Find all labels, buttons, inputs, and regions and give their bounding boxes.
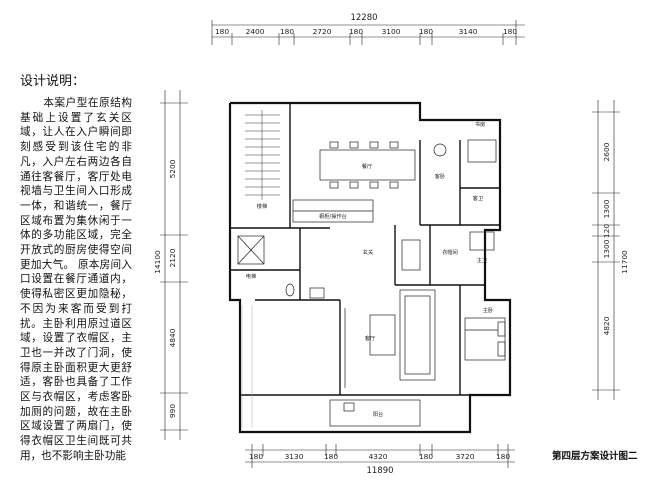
room-label: 客厅 <box>365 334 375 342</box>
dim-bottom-seg: 180 <box>419 452 433 461</box>
dim-top-seg: 180 <box>349 27 363 36</box>
dim-bottom-seg: 180 <box>324 452 338 461</box>
dim-top-seg: 180 <box>419 27 433 36</box>
room-label: 主卫 <box>477 256 487 264</box>
room-label: 电梯 <box>246 272 256 280</box>
dim-top-seg: 3140 <box>459 27 478 36</box>
dim-right-seg: 2600 <box>602 142 611 161</box>
dim-top-seg: 180 <box>280 27 294 36</box>
dim-left-seg: 990 <box>168 404 177 418</box>
dim-top-seg: 2720 <box>313 27 332 36</box>
dim-top-seg: 180 <box>215 27 229 36</box>
dim-right-total: 11700 <box>620 250 629 274</box>
dim-top-seg: 3100 <box>382 27 401 36</box>
design-notes-title: 设计说明： <box>20 74 86 89</box>
dim-left-seg: 5200 <box>168 159 177 178</box>
dim-left-total: 14100 <box>153 250 162 274</box>
dim-bottom-seg: 180 <box>496 452 510 461</box>
dim-right-seg: 1300 <box>602 199 611 218</box>
dim-bottom-seg: 3720 <box>456 452 475 461</box>
dim-right-seg: 1300 <box>602 239 611 258</box>
dim-top-seg: 2400 <box>246 27 265 36</box>
dim-right-seg: 120 <box>602 224 611 238</box>
room-label: 客卧 <box>435 172 445 180</box>
dim-bottom-seg: 180 <box>249 452 263 461</box>
room-label: 主卧 <box>483 306 493 314</box>
room-label: 客卫 <box>473 194 483 202</box>
room-label: 橱柜/操作台 <box>319 212 347 220</box>
design-notes-body: 本案户型在原结构基础上设置了玄关区域，让人在入户瞬间即刻感受到该住宅的非凡，入户… <box>20 97 132 462</box>
room-label: 书房 <box>475 120 485 128</box>
room-label: 餐厅 <box>362 162 372 170</box>
dim-left-seg: 4840 <box>168 328 177 347</box>
plan-title: 第四层方案设计图二 <box>552 451 638 462</box>
room-label: 楼梯 <box>257 202 267 210</box>
dim-bottom-total: 11890 <box>366 466 393 476</box>
dim-top-total: 12280 <box>350 13 377 23</box>
dim-left-seg: 2120 <box>168 248 177 267</box>
dim-right-seg: 4820 <box>602 316 611 335</box>
dim-top-seg: 180 <box>503 27 517 36</box>
dim-bottom-seg: 4320 <box>369 452 388 461</box>
room-label: 衣帽间 <box>442 248 458 256</box>
dim-bottom-seg: 3130 <box>285 452 304 461</box>
room-label: 玄关 <box>363 248 373 256</box>
room-label: 阳台 <box>373 410 383 418</box>
